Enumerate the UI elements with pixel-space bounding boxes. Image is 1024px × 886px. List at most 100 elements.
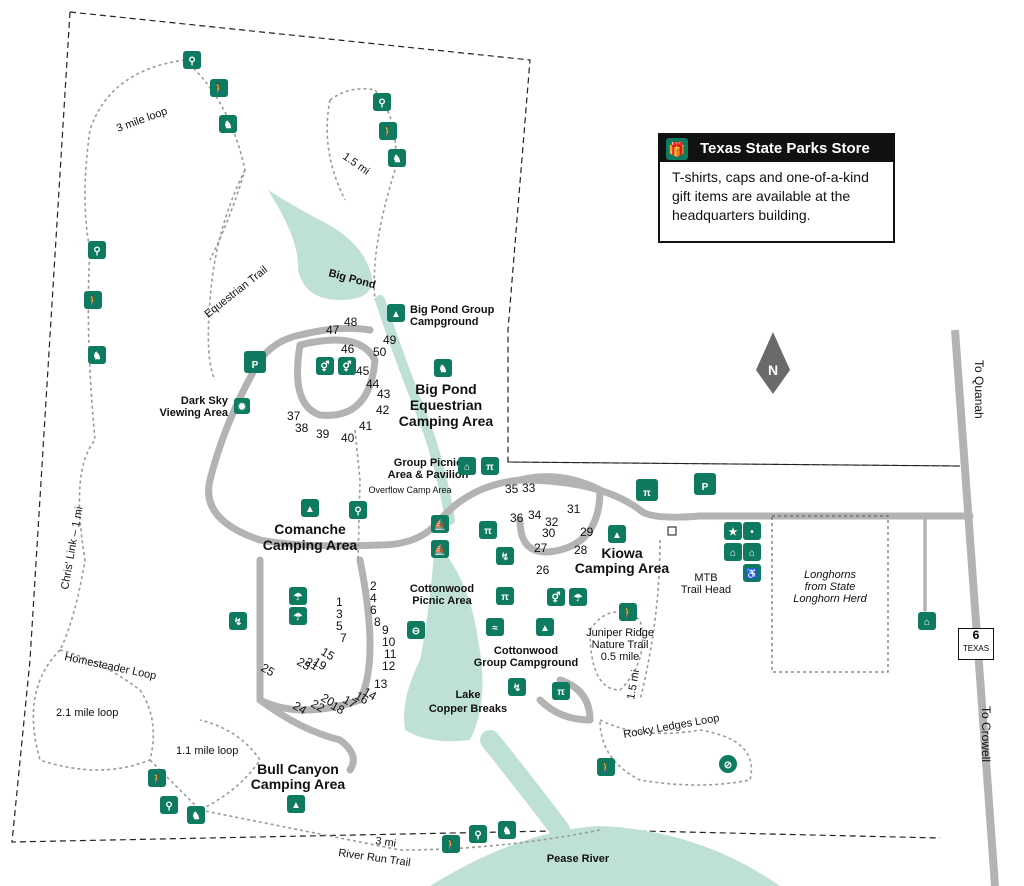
site-number: 34 xyxy=(528,508,542,522)
highway-6-shield: 6 TEXAS xyxy=(958,628,994,660)
north-compass: N xyxy=(756,332,790,394)
site-number: 36 xyxy=(510,511,524,525)
juniper-label-1: Juniper Ridge xyxy=(586,627,654,639)
site-number: 30 xyxy=(542,526,556,540)
site-number: 10 xyxy=(382,635,396,649)
hiker-icon: 🚶 xyxy=(442,835,460,853)
hiker-icon: 🚶 xyxy=(619,603,637,621)
trail-juniper-len-label: 1.5 mi xyxy=(625,669,642,701)
trail-rocky-ledges-label: Rocky Ledges Loop xyxy=(622,712,720,741)
restroom-icon: ⚥ xyxy=(547,588,565,606)
park-boundary xyxy=(11,11,961,843)
site-number: 50 xyxy=(373,345,387,359)
site-number: 18 xyxy=(329,698,348,717)
group-picnic-label-1: Group Picnic xyxy=(394,457,462,469)
svg-text:▲: ▲ xyxy=(291,800,301,811)
svg-text:★: ★ xyxy=(729,527,738,538)
trail-rocky-ledges xyxy=(599,719,753,786)
svg-text:▲: ▲ xyxy=(391,309,401,320)
svg-text:🚶: 🚶 xyxy=(382,125,394,138)
svg-text:✹: ✹ xyxy=(237,401,247,413)
kiowa-label-2: Camping Area xyxy=(575,560,670,576)
big-pond-group-label-1: Big Pond Group xyxy=(410,304,495,316)
svg-text:⚲: ⚲ xyxy=(474,830,481,841)
svg-text:⛵: ⛵ xyxy=(434,518,446,531)
site-number: 38 xyxy=(295,421,309,435)
to-quanah-label: To Quanah xyxy=(972,360,986,419)
trail-1-5mi-label: 1.5 mi xyxy=(340,151,371,178)
svg-text:⊘: ⊘ xyxy=(724,760,732,771)
parking-icon: P xyxy=(694,473,716,495)
svg-text:⌂: ⌂ xyxy=(464,462,470,473)
site-number: 19 xyxy=(311,654,330,673)
picnic-icon: π xyxy=(479,521,497,539)
site-number: 26 xyxy=(536,563,550,577)
svg-text:⚲: ⚲ xyxy=(165,801,172,812)
svg-text:☂: ☂ xyxy=(574,593,583,604)
svg-text:↯: ↯ xyxy=(501,552,509,563)
svg-text:≈: ≈ xyxy=(492,623,498,634)
svg-text:🚶: 🚶 xyxy=(151,772,163,785)
svg-text:⚲: ⚲ xyxy=(188,56,195,67)
cottonwood-picnic-label-1: Cottonwood xyxy=(410,583,474,595)
comanche-label-2: Camping Area xyxy=(263,537,358,553)
site-number: 44 xyxy=(366,377,380,391)
cottonwood-group-label-1: Cottonwood xyxy=(494,645,558,657)
bike-icon: ⚲ xyxy=(349,501,367,519)
no-bike-icon: ⊘ xyxy=(719,755,737,773)
trail-1-5mi xyxy=(326,87,397,301)
east-boundary-top xyxy=(507,461,961,467)
bike-icon: ⚲ xyxy=(373,93,391,111)
store-header: 🎁 Texas State Parks Store xyxy=(660,135,893,162)
site-number: 25 xyxy=(259,660,278,679)
site-number: 11 xyxy=(384,647,397,661)
site-number: 48 xyxy=(344,315,358,329)
site-number: 14 xyxy=(361,684,380,703)
horse-icon: ♞ xyxy=(187,806,205,824)
star-icon: ★ xyxy=(724,522,742,540)
svg-text:•: • xyxy=(750,527,754,538)
store-callout: 🎁 Texas State Parks Store T-shirts, caps… xyxy=(658,133,895,243)
site-number: 24 xyxy=(291,698,310,717)
site-number: 43 xyxy=(377,387,391,401)
big-pond-equestrian-label-3: Camping Area xyxy=(399,413,494,429)
site-number: 39 xyxy=(316,427,330,441)
tent-icon: ▲ xyxy=(301,499,319,517)
site-number: 17 xyxy=(341,692,360,711)
tent-icon: ▲ xyxy=(387,304,405,322)
horse-icon: ♞ xyxy=(498,821,516,839)
svg-text:♿: ♿ xyxy=(746,567,758,580)
fishing-icon: ↯ xyxy=(496,547,514,565)
pease-river-label: Pease River xyxy=(547,853,610,865)
site-number: 27 xyxy=(534,541,548,555)
swim-icon: ≈ xyxy=(486,618,504,636)
bull-canyon-label-1: Bull Canyon xyxy=(257,761,339,777)
svg-text:☂: ☂ xyxy=(294,612,303,623)
cottonwood-picnic-label-2: Picnic Area xyxy=(412,595,472,607)
svg-text:🚶: 🚶 xyxy=(213,82,225,95)
mtb-label-1: MTB xyxy=(694,572,717,584)
svg-text:🚶: 🚶 xyxy=(622,606,634,619)
svg-text:⚥: ⚥ xyxy=(320,360,329,373)
site-number: 2 xyxy=(370,579,377,593)
accessible-icon: ♿ xyxy=(743,564,761,582)
longhorns-label-1: Longhorns xyxy=(804,569,856,581)
lake-label-1: Lake xyxy=(455,689,480,701)
longhorns-label-2: from State xyxy=(805,581,856,593)
svg-text:⚲: ⚲ xyxy=(354,506,361,517)
big-pond-equestrian-label-2: Equestrian xyxy=(410,397,482,413)
kiowa-label-1: Kiowa xyxy=(601,545,642,561)
svg-text:♞: ♞ xyxy=(192,811,201,822)
site-number: 12 xyxy=(382,659,396,673)
site-number: 28 xyxy=(574,543,588,557)
dark-sky-label-2: Viewing Area xyxy=(160,407,229,419)
campfire-icon: ✹ xyxy=(234,398,250,414)
fishing-icon: ↯ xyxy=(508,678,526,696)
site-number: 46 xyxy=(341,342,355,356)
hiker-icon: 🚶 xyxy=(597,758,615,776)
big-pond-water xyxy=(268,190,372,300)
creek xyxy=(375,295,455,525)
group-picnic-label-2: Area & Pavilion xyxy=(388,469,469,481)
svg-text:⌂: ⌂ xyxy=(924,617,930,628)
